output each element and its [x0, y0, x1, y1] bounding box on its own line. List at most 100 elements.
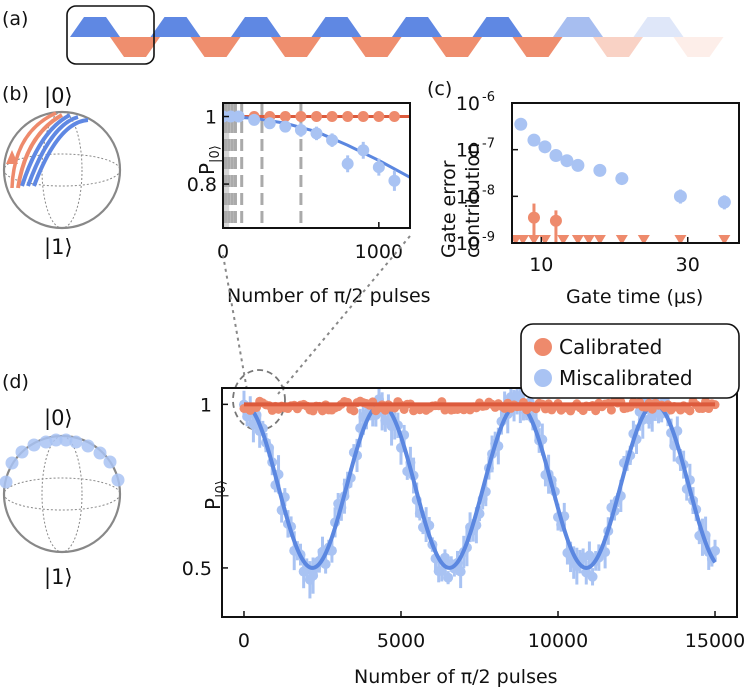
bloch-d-points	[0, 433, 125, 489]
legend-label-miscalibrated: Miscalibrated	[559, 366, 693, 390]
chart-d-marks	[238, 388, 721, 599]
chart-c-point-miscalibrated	[615, 172, 629, 186]
zoom-line-right	[277, 235, 411, 395]
chart-b-point-miscalibrated	[372, 161, 385, 174]
legend-box	[520, 323, 740, 399]
chart-c-marker-upper-bound	[615, 235, 628, 243]
chart-c-ytick-label: 10	[456, 140, 480, 162]
pulse-red	[432, 37, 482, 57]
chart-c-marker-upper-bound	[527, 235, 540, 243]
pulse-blue	[392, 17, 442, 37]
chart-b-point-calibrated	[311, 111, 322, 123]
chart-b-point-miscalibrated	[341, 157, 354, 170]
chart-b-point-calibrated	[357, 111, 369, 123]
bloch-sphere-d: |0⟩ |1⟩	[0, 406, 125, 590]
bloch-d-point	[0, 475, 13, 489]
chart-b-point-miscalibrated	[263, 117, 276, 130]
panel-label-c: (c)	[427, 78, 452, 100]
chart-d-point-calibrated	[685, 406, 695, 416]
bloch-d-point	[59, 433, 73, 447]
pulse-blue	[553, 17, 603, 37]
chart-d-point-miscalibrated	[710, 545, 721, 556]
bloch-d-point	[69, 435, 83, 449]
chart-b-frame	[222, 102, 411, 229]
bloch-d-ket1: |1⟩	[44, 565, 73, 590]
bloch-d-point	[15, 445, 29, 459]
chart-b-point-calibrated	[388, 111, 400, 123]
pulse-blue	[150, 17, 201, 37]
bloch-b-ket1: |1⟩	[44, 235, 73, 260]
chart-b-point-miscalibrated	[388, 174, 401, 187]
chart-b-xtick-label: 0	[217, 241, 229, 263]
chart-b-point-miscalibrated	[357, 144, 370, 157]
chart-c-point-miscalibrated	[527, 133, 541, 147]
chart-c-ytick-label: 10	[456, 233, 480, 255]
chart-b-point-miscalibrated	[248, 113, 261, 126]
bloch-b-ket0: |0⟩	[44, 84, 73, 109]
chart-b-point-miscalibrated	[310, 127, 323, 140]
chart-c-marks	[512, 117, 731, 243]
chart-c-marker-upper-bound	[582, 235, 595, 243]
chart-c-xlabel: Gate time (μs)	[566, 286, 703, 308]
chart-d-point-miscalibrated	[455, 566, 466, 577]
chart-c-point-calibrated	[549, 214, 562, 227]
chart-b-ytick-label: 0.8	[187, 174, 217, 196]
chart-c-marker-upper-bound	[571, 235, 584, 243]
legend: Calibrated Miscalibrated	[520, 323, 740, 399]
chart-b-verticals	[223, 103, 303, 228]
chart-d-xtick-label: 0	[238, 630, 250, 652]
bloch-d-ket0: |0⟩	[44, 406, 73, 431]
chart-c-marker-upper-bound	[516, 235, 529, 243]
chart-c-point-calibrated	[527, 211, 540, 224]
bloch-d-point	[93, 446, 107, 460]
chart-b-point-miscalibrated	[294, 124, 307, 137]
chart-d-ytick-label: 0.5	[182, 558, 212, 580]
bloch-d-point	[27, 438, 41, 452]
chart-c-ytick-exponent: -8	[482, 183, 495, 198]
chart-d-fit-miscalibrated	[243, 402, 717, 570]
chart-c-point-miscalibrated	[717, 195, 731, 209]
panel-label-a: (a)	[2, 8, 28, 30]
chart-c-point-miscalibrated	[571, 158, 585, 172]
pulse-sequence	[70, 17, 724, 57]
pulse-red	[593, 37, 643, 57]
pulse-highlight-box	[66, 5, 155, 65]
chart-c-xtick-label: 10	[529, 254, 553, 276]
chart-d-point-miscalibrated	[587, 571, 598, 582]
chart-c-marker-upper-bound	[718, 235, 731, 243]
chart-b-point-calibrated	[279, 111, 291, 123]
legend-marker-calibrated	[534, 338, 552, 356]
bloch-d-point	[103, 455, 117, 469]
chart-d-point-calibrated	[606, 405, 616, 415]
chart-b-ytick-label: 1	[205, 107, 217, 129]
chart-d-ytick-label: 1	[200, 394, 212, 416]
pulse-red	[673, 37, 724, 57]
chart-d-xtick-label: 10000	[528, 630, 588, 652]
zoom-line-left	[222, 254, 248, 391]
chart-c-frame	[511, 102, 740, 244]
chart-d-point-miscalibrated	[436, 566, 447, 577]
pulse-blue	[311, 17, 362, 37]
chart-b-marks	[223, 110, 410, 191]
bloch-d-point	[111, 473, 125, 487]
chart-b-point-calibrated	[326, 111, 338, 123]
chart-c-point-miscalibrated	[538, 140, 552, 154]
panel-label-d: (d)	[2, 371, 29, 393]
legend-marker-miscalibrated	[534, 369, 552, 387]
legend-label-calibrated: Calibrated	[559, 335, 662, 359]
chart-c-xtick-label: 30	[676, 254, 700, 276]
chart-c-marker-upper-bound	[637, 235, 650, 243]
bloch-d-point	[81, 439, 95, 453]
pulse-blue	[70, 17, 120, 37]
chart-d-xlabel: Number of π/2 pulses	[354, 666, 558, 688]
chart-c-marker-upper-bound	[593, 235, 606, 243]
pulse-red	[190, 37, 241, 57]
chart-c-point-miscalibrated	[560, 154, 574, 168]
chart-c-point-miscalibrated	[593, 163, 607, 177]
trajectory-miscalibrated	[20, 113, 71, 187]
pulse-red	[271, 37, 321, 57]
chart-c-ytick-exponent: -6	[482, 90, 495, 105]
